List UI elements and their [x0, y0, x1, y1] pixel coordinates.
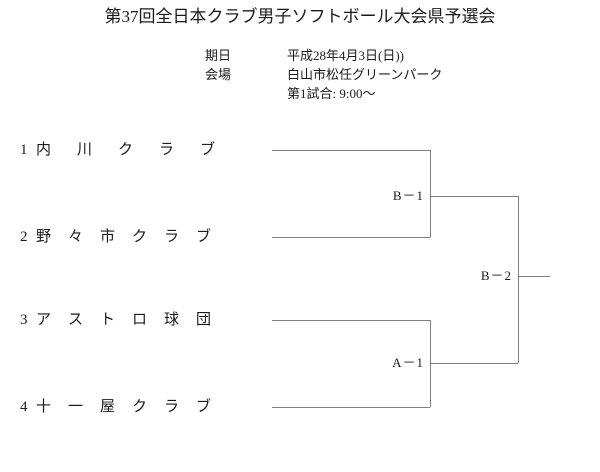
event-info-row-venue: 会場 白山市松任グリーンパーク — [205, 65, 442, 84]
seed-number-2: 2 — [20, 229, 28, 245]
event-date-value: 平成28年4月3日(日)) — [287, 48, 404, 63]
match-label-final: B－2 — [480, 268, 512, 283]
bracket-line-lower-semifinal-winner — [430, 363, 518, 364]
match-label-upper-semifinal: B－1 — [392, 188, 424, 203]
match-label-lower-semifinal: A－1 — [392, 355, 424, 370]
event-venue-label: 会場 — [205, 67, 232, 82]
bracket-line-seed-2 — [272, 237, 430, 238]
bracket-seed-1: 1 内川クラブ — [20, 139, 272, 161]
bracket-line-seed-1 — [272, 150, 430, 151]
bracket-line-seed-3 — [272, 320, 430, 321]
seed-team-name-2: 野々市クラブ — [36, 229, 229, 245]
seed-team-name-4: 十一屋クラブ — [36, 399, 229, 415]
event-info-row-date: 期日 平成28年4月3日(日)) — [205, 46, 442, 65]
seed-team-name-1: 内川クラブ — [36, 142, 242, 158]
seed-number-4: 4 — [20, 399, 28, 415]
bracket-seed-3: 3 アストロ球団 — [20, 309, 272, 331]
bracket-line-seed-4 — [272, 407, 430, 408]
bracket-connector-upper-semifinal — [430, 150, 431, 237]
bracket-seed-4: 4 十一屋クラブ — [20, 396, 272, 418]
seed-number-3: 3 — [20, 312, 28, 328]
event-venue-value: 白山市松任グリーンパーク — [287, 67, 443, 82]
bracket-connector-final — [518, 196, 519, 363]
bracket-line-upper-semifinal-winner — [430, 196, 518, 197]
bracket-seed-2: 2 野々市クラブ — [20, 226, 272, 248]
page-title: 第37回全日本クラブ男子ソフトボール大会県予選会 — [104, 7, 496, 26]
bracket-line-champion — [518, 276, 550, 277]
seed-team-name-3: アストロ球団 — [36, 312, 229, 328]
first-game-time-note: 第1試合: 9:00～ — [287, 86, 376, 101]
event-date-label: 期日 — [205, 48, 232, 63]
event-info-block: 期日 平成28年4月3日(日)) 会場 白山市松任グリーンパーク 第1試合: 9:0… — [205, 46, 442, 103]
seed-number-1: 1 — [20, 142, 28, 158]
